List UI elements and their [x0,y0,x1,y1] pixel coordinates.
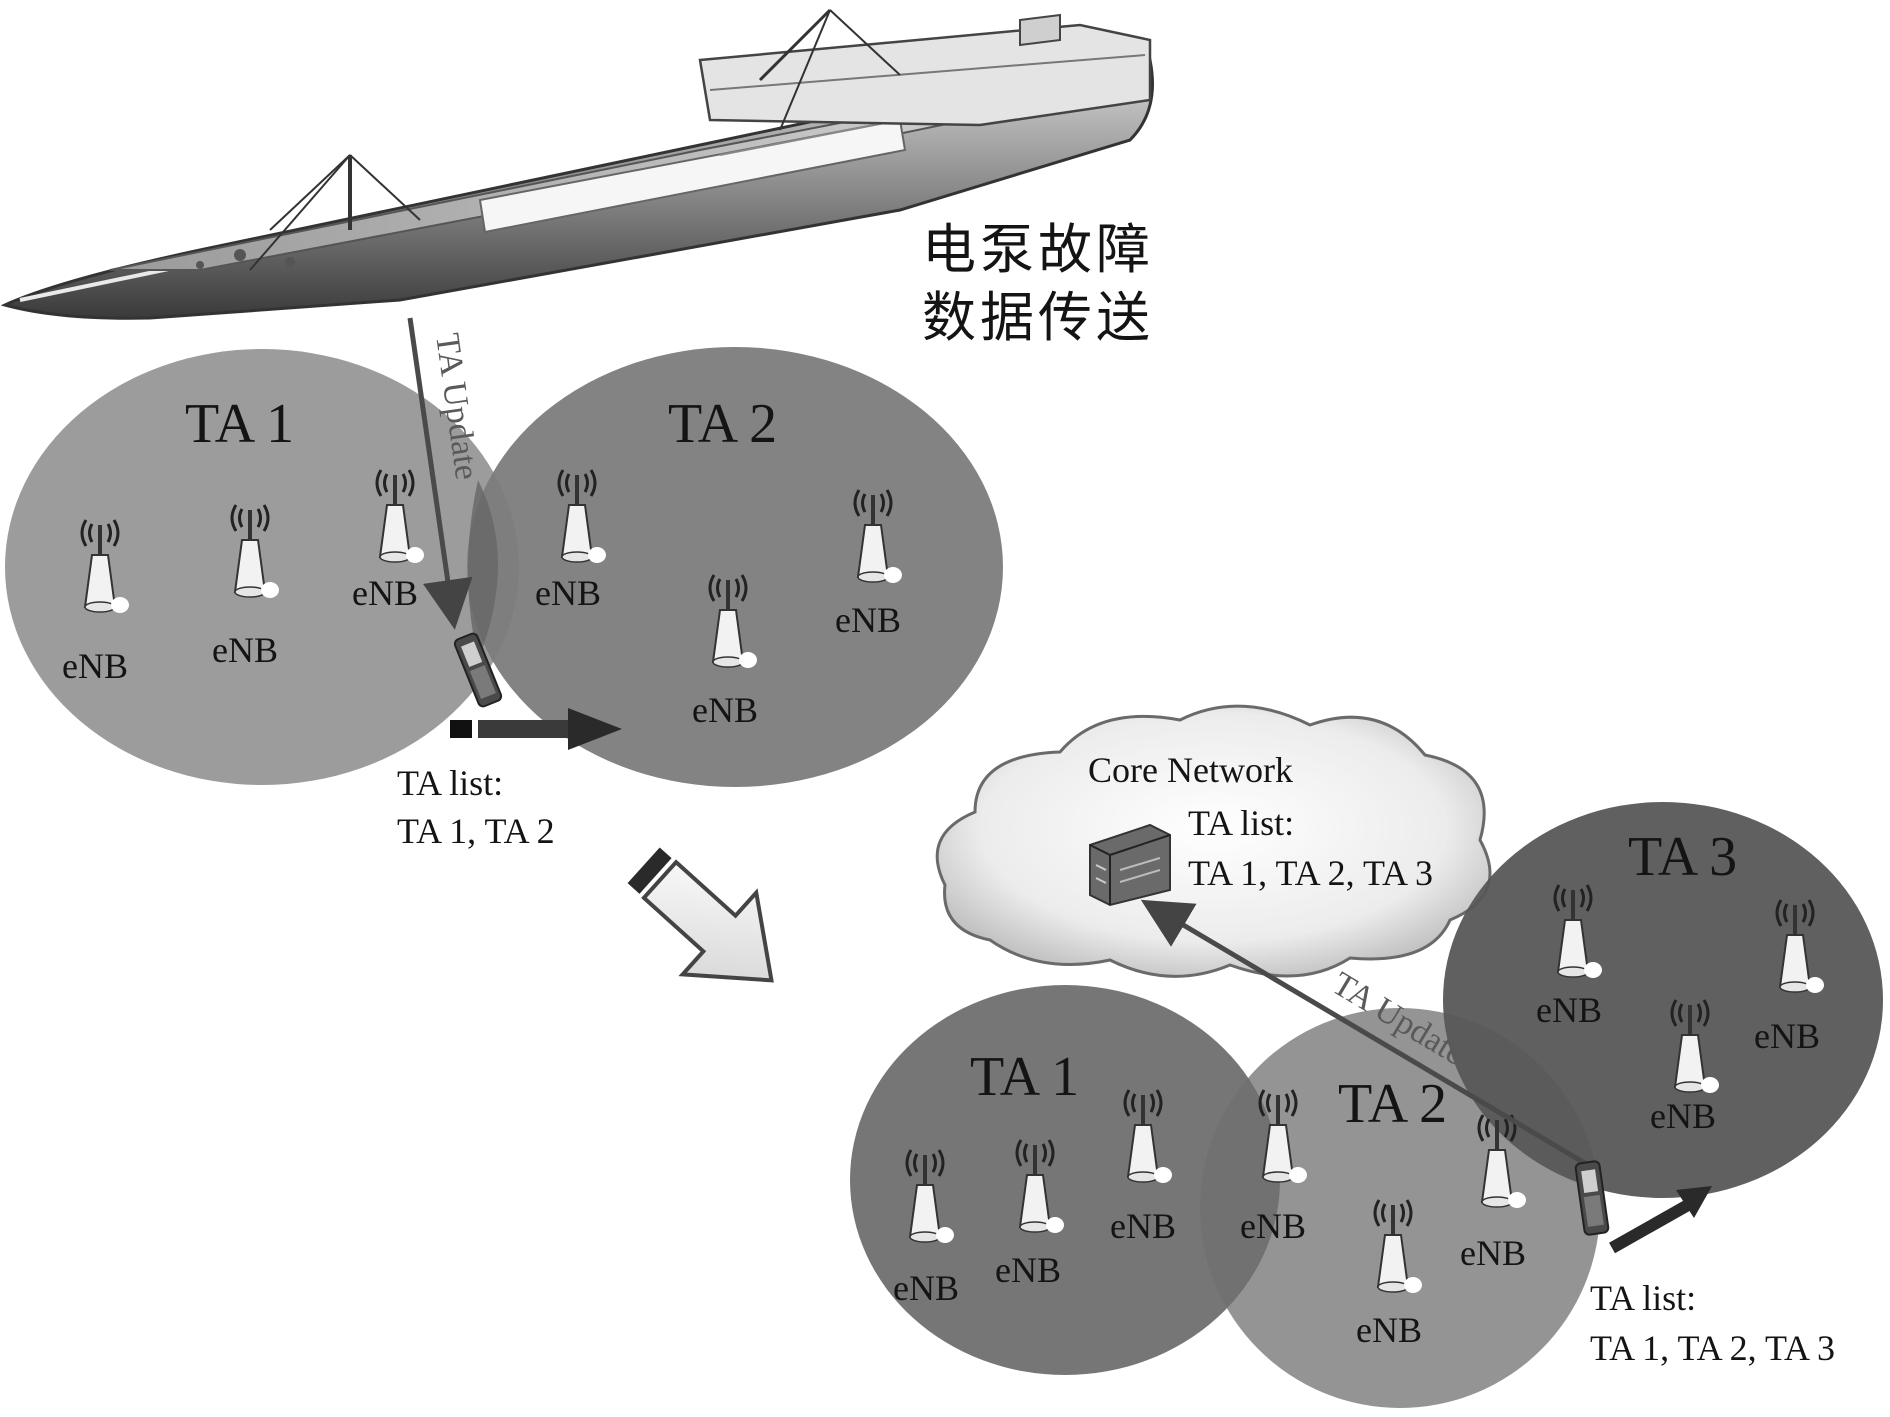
enb-label: eNB [1460,1233,1526,1273]
bottom-ta-list-value: TA 1, TA 2, TA 3 [1590,1328,1835,1368]
enb-label: eNB [893,1268,959,1308]
top-move-arrow [450,708,622,750]
bottom-ta2-label: TA 2 [1338,1073,1447,1135]
core-ta-list-title: TA list: [1188,803,1294,843]
enb-label: eNB [835,600,901,640]
caption-line-1: 电泵故障 [922,220,1154,280]
core-network-title: Core Network [1088,750,1293,790]
enb-label: eNB [1536,990,1602,1030]
caption-chinese: 电泵故障 数据传送 [922,220,1154,348]
enb-label: eNB [1240,1206,1306,1246]
transition-arrow [627,847,774,983]
server-icon [1089,823,1171,907]
enb-label: eNB [1754,1016,1820,1056]
top-ta-list-title: TA list: [397,763,503,803]
top-update-arrow [407,317,473,630]
caption-line-2: 数据传送 [922,288,1154,348]
top-scene: TA 1 TA 2 eNB eNB eNB eNB eNB eNB TA Upd… [5,317,1003,851]
bottom-ta3-label: TA 3 [1628,826,1737,888]
top-ta2-label: TA 2 [668,393,777,455]
enb-label: eNB [352,573,418,613]
top-ta1-label: TA 1 [185,393,294,455]
enb-label: eNB [692,690,758,730]
bottom-move-arrow [1609,1186,1712,1254]
core-ta-list-value: TA 1, TA 2, TA 3 [1188,853,1433,893]
enb-label: eNB [1650,1096,1716,1136]
bottom-ta-list-title: TA list: [1590,1278,1696,1318]
bottom-ta1-label: TA 1 [970,1046,1079,1108]
core-network-cloud: Core Network TA list: TA 1, TA 2, TA 3 [935,704,1492,978]
enb-label: eNB [1110,1206,1176,1246]
enb-label: eNB [212,630,278,670]
bottom-scene: TA 1 TA 2 TA 3 eNB eNB eNB eNB eNB eNB e… [850,802,1883,1408]
enb-label: eNB [1356,1310,1422,1350]
top-ta-list-value: TA 1, TA 2 [397,811,555,851]
bottom-ta1-region [850,985,1280,1375]
bottom-ta3-region [1443,802,1883,1198]
enb-label: eNB [995,1250,1061,1290]
enb-label: eNB [535,573,601,613]
ship-illustration [0,8,1154,320]
bottom-update-arrow [1140,899,1595,1171]
top-ta2-region [467,347,1003,787]
enb-label: eNB [62,646,128,686]
